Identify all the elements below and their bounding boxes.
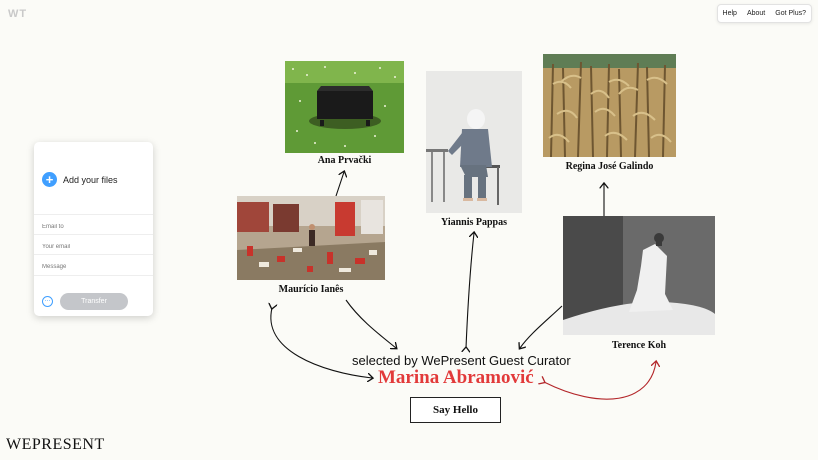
your-email-input[interactable]: [42, 237, 142, 257]
arrow-to-ana-prvacki: [335, 172, 344, 197]
artist-name-terence-koh[interactable]: Terence Koh: [611, 340, 667, 351]
photo-regina-jose-galindo[interactable]: [543, 54, 676, 157]
photo-ana-prvacki[interactable]: [285, 61, 404, 153]
transfer-button[interactable]: Transfer: [60, 293, 128, 310]
say-hello-button[interactable]: Say Hello: [410, 397, 501, 423]
email-to-input[interactable]: [42, 217, 142, 237]
nav-got-plus-link[interactable]: Got Plus?: [775, 10, 806, 17]
photo-mauricio-ianes[interactable]: [237, 196, 385, 280]
wepresent-logo[interactable]: WEPRESENT: [6, 436, 105, 453]
your-email-row: [34, 234, 153, 257]
seated-figure-image: [426, 71, 522, 213]
arrow-from-terence-koh: [520, 305, 563, 348]
top-nav: Help About Got Plus?: [716, 4, 812, 23]
artist-name-yiannis-pappas[interactable]: Yiannis Pappas: [440, 217, 508, 228]
arrow-from-mauricio-ianes: [345, 299, 396, 348]
more-options-icon[interactable]: ...: [42, 296, 53, 307]
arrow-curator-to-terence-koh: [544, 362, 656, 400]
transfer-panel: + Add your files ... Transfer: [34, 142, 153, 316]
curator-subtitle: selected by WePresent Guest Curator: [352, 353, 571, 368]
photo-yiannis-pappas[interactable]: [426, 71, 522, 213]
add-files-label: Add your files: [63, 174, 118, 185]
white-figure-image: [563, 216, 715, 335]
nav-about-link[interactable]: About: [746, 10, 766, 17]
plus-icon: +: [42, 172, 57, 187]
message-input[interactable]: [42, 257, 142, 277]
curator-name[interactable]: Marina Abramović: [378, 367, 534, 388]
add-files-button[interactable]: + Add your files: [42, 172, 118, 187]
artist-name-regina-jose-galindo[interactable]: Regina José Galindo: [565, 161, 654, 172]
installation-room-image: [237, 196, 385, 280]
photo-terence-koh[interactable]: [563, 216, 715, 335]
cornfield-image: [543, 54, 676, 157]
arrow-mauricio-to-curator: [271, 308, 372, 378]
email-to-row: [34, 214, 153, 237]
grass-box-image: [285, 61, 404, 153]
wetransfer-logo[interactable]: WT: [8, 8, 28, 20]
artist-name-ana-prvacki[interactable]: Ana Prvački: [317, 155, 372, 166]
nav-help-link[interactable]: Help: [722, 10, 737, 17]
arrow-to-yiannis-pappas: [466, 233, 474, 348]
message-row: [34, 254, 153, 277]
artist-name-mauricio-ianes[interactable]: Maurício Ianês: [278, 284, 344, 295]
